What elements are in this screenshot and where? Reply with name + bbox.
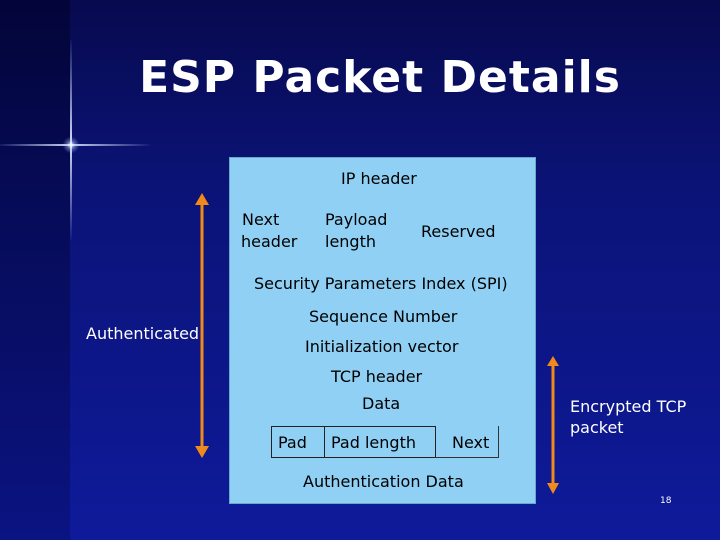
spi-label: Security Parameters Index (SPI) xyxy=(254,274,508,293)
page-number: 18 xyxy=(660,496,672,506)
authenticated-label: Authenticated xyxy=(86,324,200,343)
encrypted-line-2: packet xyxy=(570,418,624,437)
next-header-line-1: Next xyxy=(242,210,280,229)
esp-packet-diagram: IP header Next header Payload length Res… xyxy=(229,157,536,504)
pad-length-label: Pad length xyxy=(331,433,416,452)
left-decorative-band xyxy=(0,0,70,540)
next-label: Next xyxy=(452,433,490,452)
payload-length-label: Payload length xyxy=(325,209,387,253)
payload-length-line-1: Payload xyxy=(325,210,388,229)
pad-label: Pad xyxy=(278,433,307,452)
next-field-right-border xyxy=(498,426,499,458)
pad-length-field: Pad length xyxy=(324,426,436,458)
encrypted-tcp-packet-label: Encrypted TCP packet xyxy=(570,396,686,438)
payload-length-line-2: length xyxy=(325,232,376,251)
tcp-header-label: TCP header xyxy=(331,367,423,386)
ip-header-label: IP header xyxy=(341,169,417,188)
encrypted-arrow xyxy=(547,356,559,494)
authenticated-arrow xyxy=(195,193,209,458)
reserved-label: Reserved xyxy=(421,222,496,241)
authenticated-arrow-head-down xyxy=(195,446,209,458)
slide-title: ESP Packet Details xyxy=(139,52,621,103)
encrypted-arrow-head-up xyxy=(547,356,559,366)
lens-flare-center xyxy=(62,137,80,153)
pad-field: Pad xyxy=(271,426,325,458)
encrypted-arrow-head-down xyxy=(547,483,559,494)
authentication-data-label: Authentication Data xyxy=(303,472,464,491)
initialization-vector-label: Initialization vector xyxy=(305,337,459,356)
next-header-label: Next header xyxy=(241,209,297,253)
authenticated-arrow-head-up xyxy=(195,193,209,205)
next-field-bottom-border xyxy=(435,457,499,458)
sequence-number-label: Sequence Number xyxy=(309,307,458,326)
data-label: Data xyxy=(362,394,401,413)
next-header-line-2: header xyxy=(241,232,298,251)
encrypted-line-1: Encrypted TCP xyxy=(570,397,687,416)
